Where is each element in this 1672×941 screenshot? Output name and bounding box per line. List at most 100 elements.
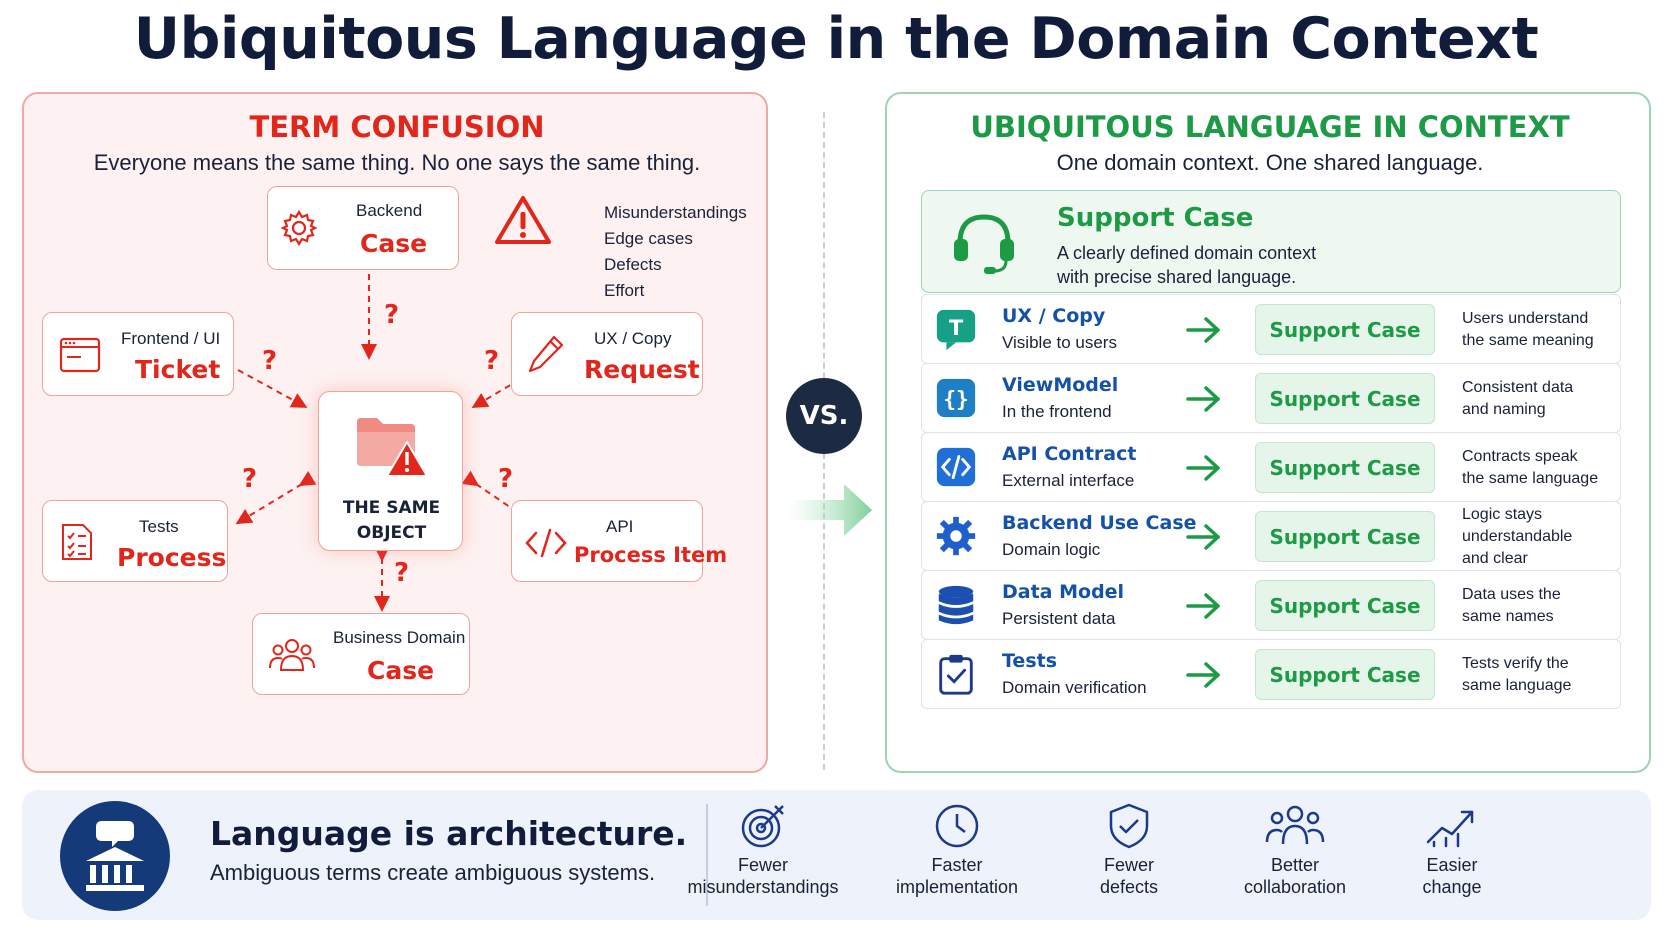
question-mark: ? — [242, 464, 258, 494]
term-context: API — [606, 517, 634, 536]
shared-term-pill: Support Case — [1255, 649, 1435, 700]
shared-term-pill: Support Case — [1255, 373, 1435, 424]
folder-warning-icon — [357, 418, 428, 477]
term-context: Business Domain — [333, 628, 466, 647]
term-box-business-domain: Business Domain Case — [252, 613, 470, 695]
benefit-item: Faster implementation — [872, 802, 1042, 898]
support-case-title: Support Case — [1057, 203, 1254, 233]
term-confusion-panel: TERM CONFUSION Everyone means the same t… — [22, 92, 768, 773]
shield-check-icon — [1109, 803, 1149, 849]
headset-icon — [954, 214, 1014, 274]
people-icon — [269, 639, 315, 671]
institution-speech-icon — [86, 821, 144, 891]
shared-term-pill: Support Case — [1255, 442, 1435, 493]
term-value: Request — [584, 355, 700, 384]
benefit-label: Fewer misunderstandings — [687, 855, 839, 897]
svg-text:T: T — [949, 315, 964, 340]
benefit-label: Better collaboration — [1243, 855, 1347, 897]
banner-divider — [706, 804, 708, 906]
term-box-backend: Backend Case — [267, 186, 459, 270]
term-value: Case — [367, 656, 435, 685]
layer-benefit: Contracts speak the same language — [1462, 448, 1599, 487]
vs-badge: VS. — [786, 378, 862, 454]
arrow-right-icon — [1186, 455, 1220, 481]
database-icon — [938, 585, 974, 625]
term-box-api: API Process Item — [511, 500, 727, 582]
term-context: Backend — [356, 201, 423, 220]
target-icon — [741, 805, 784, 848]
support-case-description: A clearly defined domain context with pr… — [1057, 243, 1317, 287]
benefit-item: Fewer defects — [1044, 802, 1214, 898]
question-mark: ? — [498, 464, 514, 494]
clipboard-check-icon — [939, 654, 973, 695]
question-mark: ? — [262, 346, 278, 376]
arrow-right-icon — [1186, 386, 1220, 412]
shared-term-pill: Support Case — [1255, 580, 1435, 631]
checklist-icon — [62, 524, 92, 560]
layer-title: Tests — [1002, 650, 1058, 672]
shared-term-pill: Support Case — [1255, 511, 1435, 562]
warning-item: Effort — [604, 281, 645, 300]
benefit-item: Fewer misunderstandings — [678, 802, 848, 898]
team-icon — [1265, 805, 1325, 845]
shared-term-pill: Support Case — [1255, 304, 1435, 355]
transition-arrow-icon — [788, 484, 872, 536]
ubiquitous-language-subtitle: One domain context. One shared language. — [1056, 150, 1484, 175]
benefit-label: Faster implementation — [895, 855, 1019, 897]
ubiquitous-language-panel: UBIQUITOUS LANGUAGE IN CONTEXT One domai… — [885, 92, 1651, 773]
benefit-label: Easier change — [1422, 855, 1482, 897]
question-mark: ? — [384, 300, 400, 330]
pencil-icon — [528, 335, 564, 373]
page-title: Ubiquitous Language in the Domain Contex… — [133, 6, 1539, 72]
architecture-banner: Language is architecture. Ambiguous term… — [22, 790, 1651, 920]
arrow-right-icon — [1186, 317, 1220, 343]
warning-list: Misunderstandings Edge cases Defects Eff… — [604, 200, 747, 304]
layer-title: ViewModel — [1002, 374, 1119, 396]
layer-benefit: Tests verify the same language — [1462, 655, 1572, 694]
layer-benefit: Data uses the same names — [1462, 586, 1561, 625]
architecture-title: Language is architecture. — [210, 814, 688, 853]
gear-icon — [280, 209, 318, 247]
warning-item: Misunderstandings — [604, 203, 747, 222]
layer-title: Backend Use Case — [1002, 512, 1197, 534]
clock-icon — [935, 804, 979, 848]
layer-benefit: Consistent data and naming — [1462, 379, 1574, 418]
term-value: Case — [360, 229, 428, 258]
layer-benefit: Users understand the same meaning — [1462, 310, 1594, 349]
layer-subtitle: Domain logic — [1002, 540, 1101, 559]
term-box-tests: Tests Process — [42, 500, 228, 582]
term-value: Process Item — [574, 543, 728, 567]
layer-title: API Contract — [1002, 443, 1137, 465]
layer-subtitle: External interface — [1002, 471, 1135, 490]
browser-window-icon — [59, 337, 101, 373]
layer-title: Data Model — [1002, 581, 1125, 603]
term-box-frontend: Frontend / UI Ticket — [42, 312, 234, 396]
arrow-right-icon — [1186, 593, 1220, 619]
layer-subtitle: Domain verification — [1002, 678, 1147, 697]
question-mark: ? — [394, 558, 410, 588]
arrow-right-icon — [1186, 662, 1220, 688]
term-value: Ticket — [135, 355, 221, 384]
term-box-ux-copy: UX / Copy Request — [511, 312, 703, 396]
question-mark: ? — [484, 346, 500, 376]
svg-text:{}: {} — [943, 387, 968, 412]
term-context: Frontend / UI — [121, 329, 221, 348]
text-bubble-icon: T — [936, 309, 976, 351]
layer-row: {} ViewModel In the frontend Support Case Co… — [921, 363, 1621, 433]
gear-icon — [936, 516, 976, 556]
layer-title: UX / Copy — [1002, 305, 1106, 327]
layer-subtitle: Persistent data — [1002, 609, 1116, 628]
benefit-item: Easier change — [1367, 802, 1537, 898]
architecture-subtitle: Ambiguous terms create ambiguous systems… — [210, 860, 656, 885]
same-object-box: THE SAME OBJECT — [318, 391, 463, 551]
term-confusion-heading: TERM CONFUSION — [249, 110, 545, 144]
layer-subtitle: Visible to users — [1002, 333, 1117, 352]
ubiquitous-language-heading: UBIQUITOUS LANGUAGE IN CONTEXT — [970, 110, 1570, 144]
layer-subtitle: In the frontend — [1002, 402, 1112, 421]
code-icon — [525, 528, 567, 558]
